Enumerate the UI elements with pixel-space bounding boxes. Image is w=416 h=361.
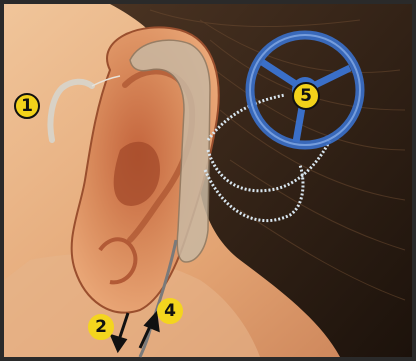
marker-2: 2	[88, 314, 114, 340]
marker-5: 5	[292, 82, 320, 110]
marker-1: 1	[14, 93, 40, 119]
marker-4: 4	[157, 298, 183, 324]
